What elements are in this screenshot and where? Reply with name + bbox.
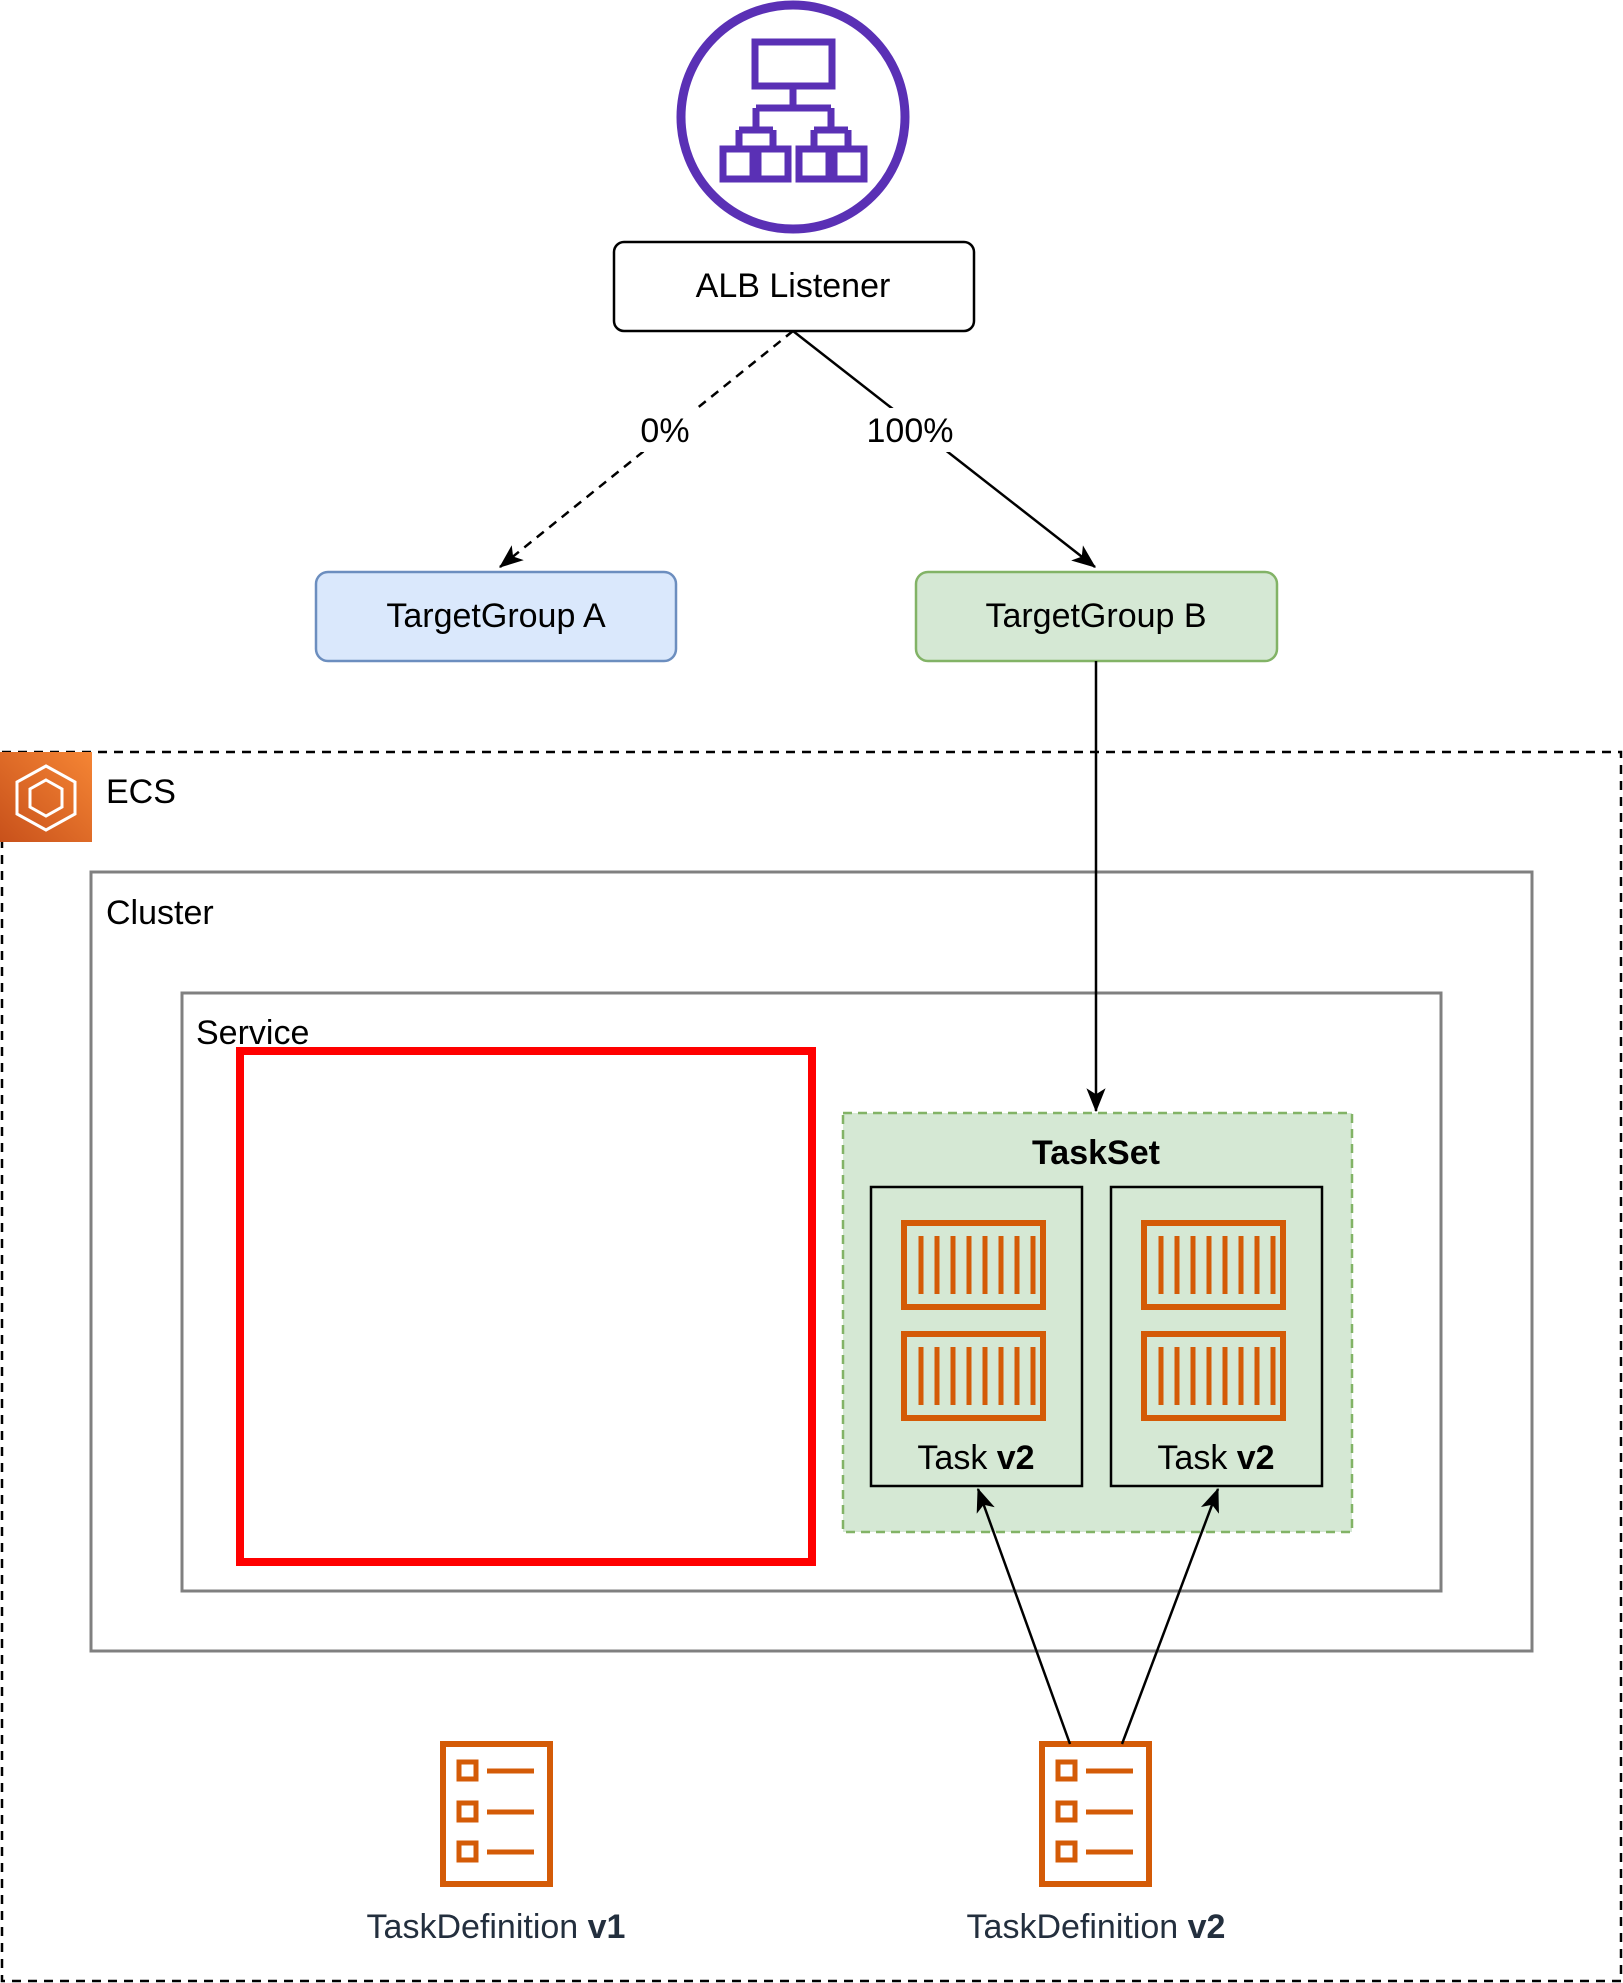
taskset-box: TaskSet: [841, 1111, 1354, 1534]
taskdef-to-task-1-arrow: [976, 1487, 1072, 1745]
container-icon: [901, 1220, 1046, 1310]
target-group-a: TargetGroup A: [314, 570, 678, 663]
target-group-a-label: TargetGroup A: [386, 597, 606, 635]
container-icon: [901, 1331, 1046, 1421]
service-box: [180, 991, 1443, 1593]
task-definition-label-v2: TaskDefinition v2: [967, 1908, 1226, 1946]
highlight-box: [236, 1047, 816, 1566]
task-definition-icon-v2: [1039, 1741, 1152, 1887]
task-definition-label-v1: TaskDefinition v1: [367, 1908, 626, 1946]
taskdef-to-task-2-arrow: [1120, 1487, 1220, 1745]
alb-listener-box: ALB Listener: [612, 240, 976, 333]
application-load-balancer-icon: [676, 0, 910, 234]
route-weight-b: 100%: [867, 412, 954, 450]
route-weight-a: 0%: [640, 412, 689, 450]
task-label-1: Task v2: [917, 1439, 1034, 1477]
task-box-1: Task v2: [869, 1185, 1084, 1488]
taskset-label: TaskSet: [1032, 1134, 1160, 1172]
alb-listener-label: ALB Listener: [696, 267, 891, 305]
task-label-2: Task v2: [1157, 1439, 1274, 1477]
ecs-label: ECS: [106, 773, 176, 811]
task-definition-icon-v1: [440, 1741, 553, 1887]
service-label: Service: [196, 1014, 309, 1052]
cluster-box: [89, 870, 1534, 1653]
ecs-icon: [0, 752, 92, 842]
target-group-b: TargetGroup B: [914, 570, 1279, 663]
container-icon: [1141, 1220, 1286, 1310]
target-group-b-label: TargetGroup B: [985, 597, 1206, 635]
task-box-2: Task v2: [1109, 1185, 1324, 1488]
container-icon: [1141, 1331, 1286, 1421]
cluster-label: Cluster: [106, 894, 214, 932]
